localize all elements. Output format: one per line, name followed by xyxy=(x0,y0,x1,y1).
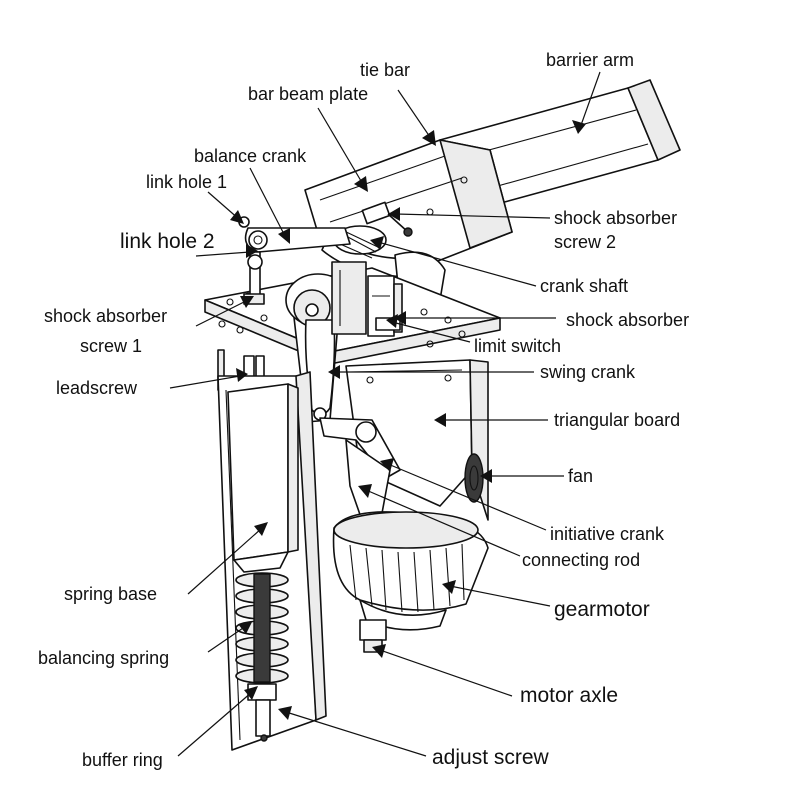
leader-buffer-ring xyxy=(177,686,258,757)
leader-limit-switch xyxy=(386,314,471,343)
label-connecting-rod: connecting rod xyxy=(522,550,640,570)
leader-lines xyxy=(169,71,601,757)
leader-shock-absorber-screw-1 xyxy=(195,296,254,327)
leader-shock-absorber xyxy=(394,311,556,325)
label-fan: fan xyxy=(568,466,593,486)
label-buffer-ring: buffer ring xyxy=(82,750,163,770)
label-shock-absorber-screw-2-line1: shock absorber xyxy=(554,208,677,228)
leader-spring-base xyxy=(187,522,268,595)
label-bar-beam-plate: bar beam plate xyxy=(248,84,368,104)
label-shock-absorber-screw-1-line2: screw 1 xyxy=(80,336,142,356)
label-gearmotor: gearmotor xyxy=(554,598,650,621)
leader-bar-beam-plate xyxy=(317,107,368,192)
leader-balance-crank xyxy=(249,167,290,244)
leader-crank-shaft xyxy=(370,236,537,287)
label-balance-crank: balance crank xyxy=(194,146,307,166)
fan-drawing xyxy=(464,453,484,503)
leader-motor-axle xyxy=(372,644,513,697)
label-shock-absorber-screw-1-line1: shock absorber xyxy=(44,306,167,326)
swing-crank-drawing xyxy=(285,261,367,423)
gearmotor-drawing xyxy=(332,511,489,631)
leader-tie-bar xyxy=(397,89,436,146)
mechanism-drawing xyxy=(204,79,681,751)
labels: tie bar barrier arm bar beam plate balan… xyxy=(38,50,689,770)
label-shock-absorber: shock absorber xyxy=(566,310,689,330)
label-shock-absorber-screw-2-line2: screw 2 xyxy=(554,232,616,252)
label-tie-bar: tie bar xyxy=(360,60,410,80)
leader-leadscrew xyxy=(169,368,248,389)
label-link-hole-1: link hole 1 xyxy=(146,172,227,192)
label-triangular-board: triangular board xyxy=(554,410,680,430)
leader-barrier-arm xyxy=(572,71,601,134)
leader-link-hole-2 xyxy=(195,244,258,258)
leader-initiative-crank xyxy=(380,458,547,531)
label-barrier-arm: barrier arm xyxy=(546,50,634,70)
leader-adjust-screw xyxy=(278,706,427,757)
leader-fan xyxy=(480,469,564,483)
label-swing-crank: swing crank xyxy=(540,362,636,382)
label-limit-switch: limit switch xyxy=(474,336,561,356)
leader-triangular-board xyxy=(434,413,548,427)
leader-gearmotor xyxy=(442,580,551,607)
leader-link-hole-1 xyxy=(207,191,244,224)
leader-balancing-spring xyxy=(207,622,252,653)
leader-connecting-rod xyxy=(358,484,521,557)
label-initiative-crank: initiative crank xyxy=(550,524,665,544)
label-balancing-spring: balancing spring xyxy=(38,648,169,668)
leader-shock-absorber-screw-2 xyxy=(388,207,551,221)
label-leadscrew: leadscrew xyxy=(56,378,138,398)
label-crank-shaft: crank shaft xyxy=(540,276,628,296)
spring-base-drawing xyxy=(227,383,299,573)
label-spring-base: spring base xyxy=(64,584,157,604)
balancing-spring-drawing xyxy=(235,572,289,684)
shock-absorber-screw-2-drawing xyxy=(361,201,413,237)
label-link-hole-2: link hole 2 xyxy=(120,230,215,253)
label-adjust-screw: adjust screw xyxy=(432,746,550,769)
label-motor-axle: motor axle xyxy=(520,684,618,707)
leader-swing-crank xyxy=(328,365,534,379)
shock-absorber-drawing xyxy=(367,275,403,337)
